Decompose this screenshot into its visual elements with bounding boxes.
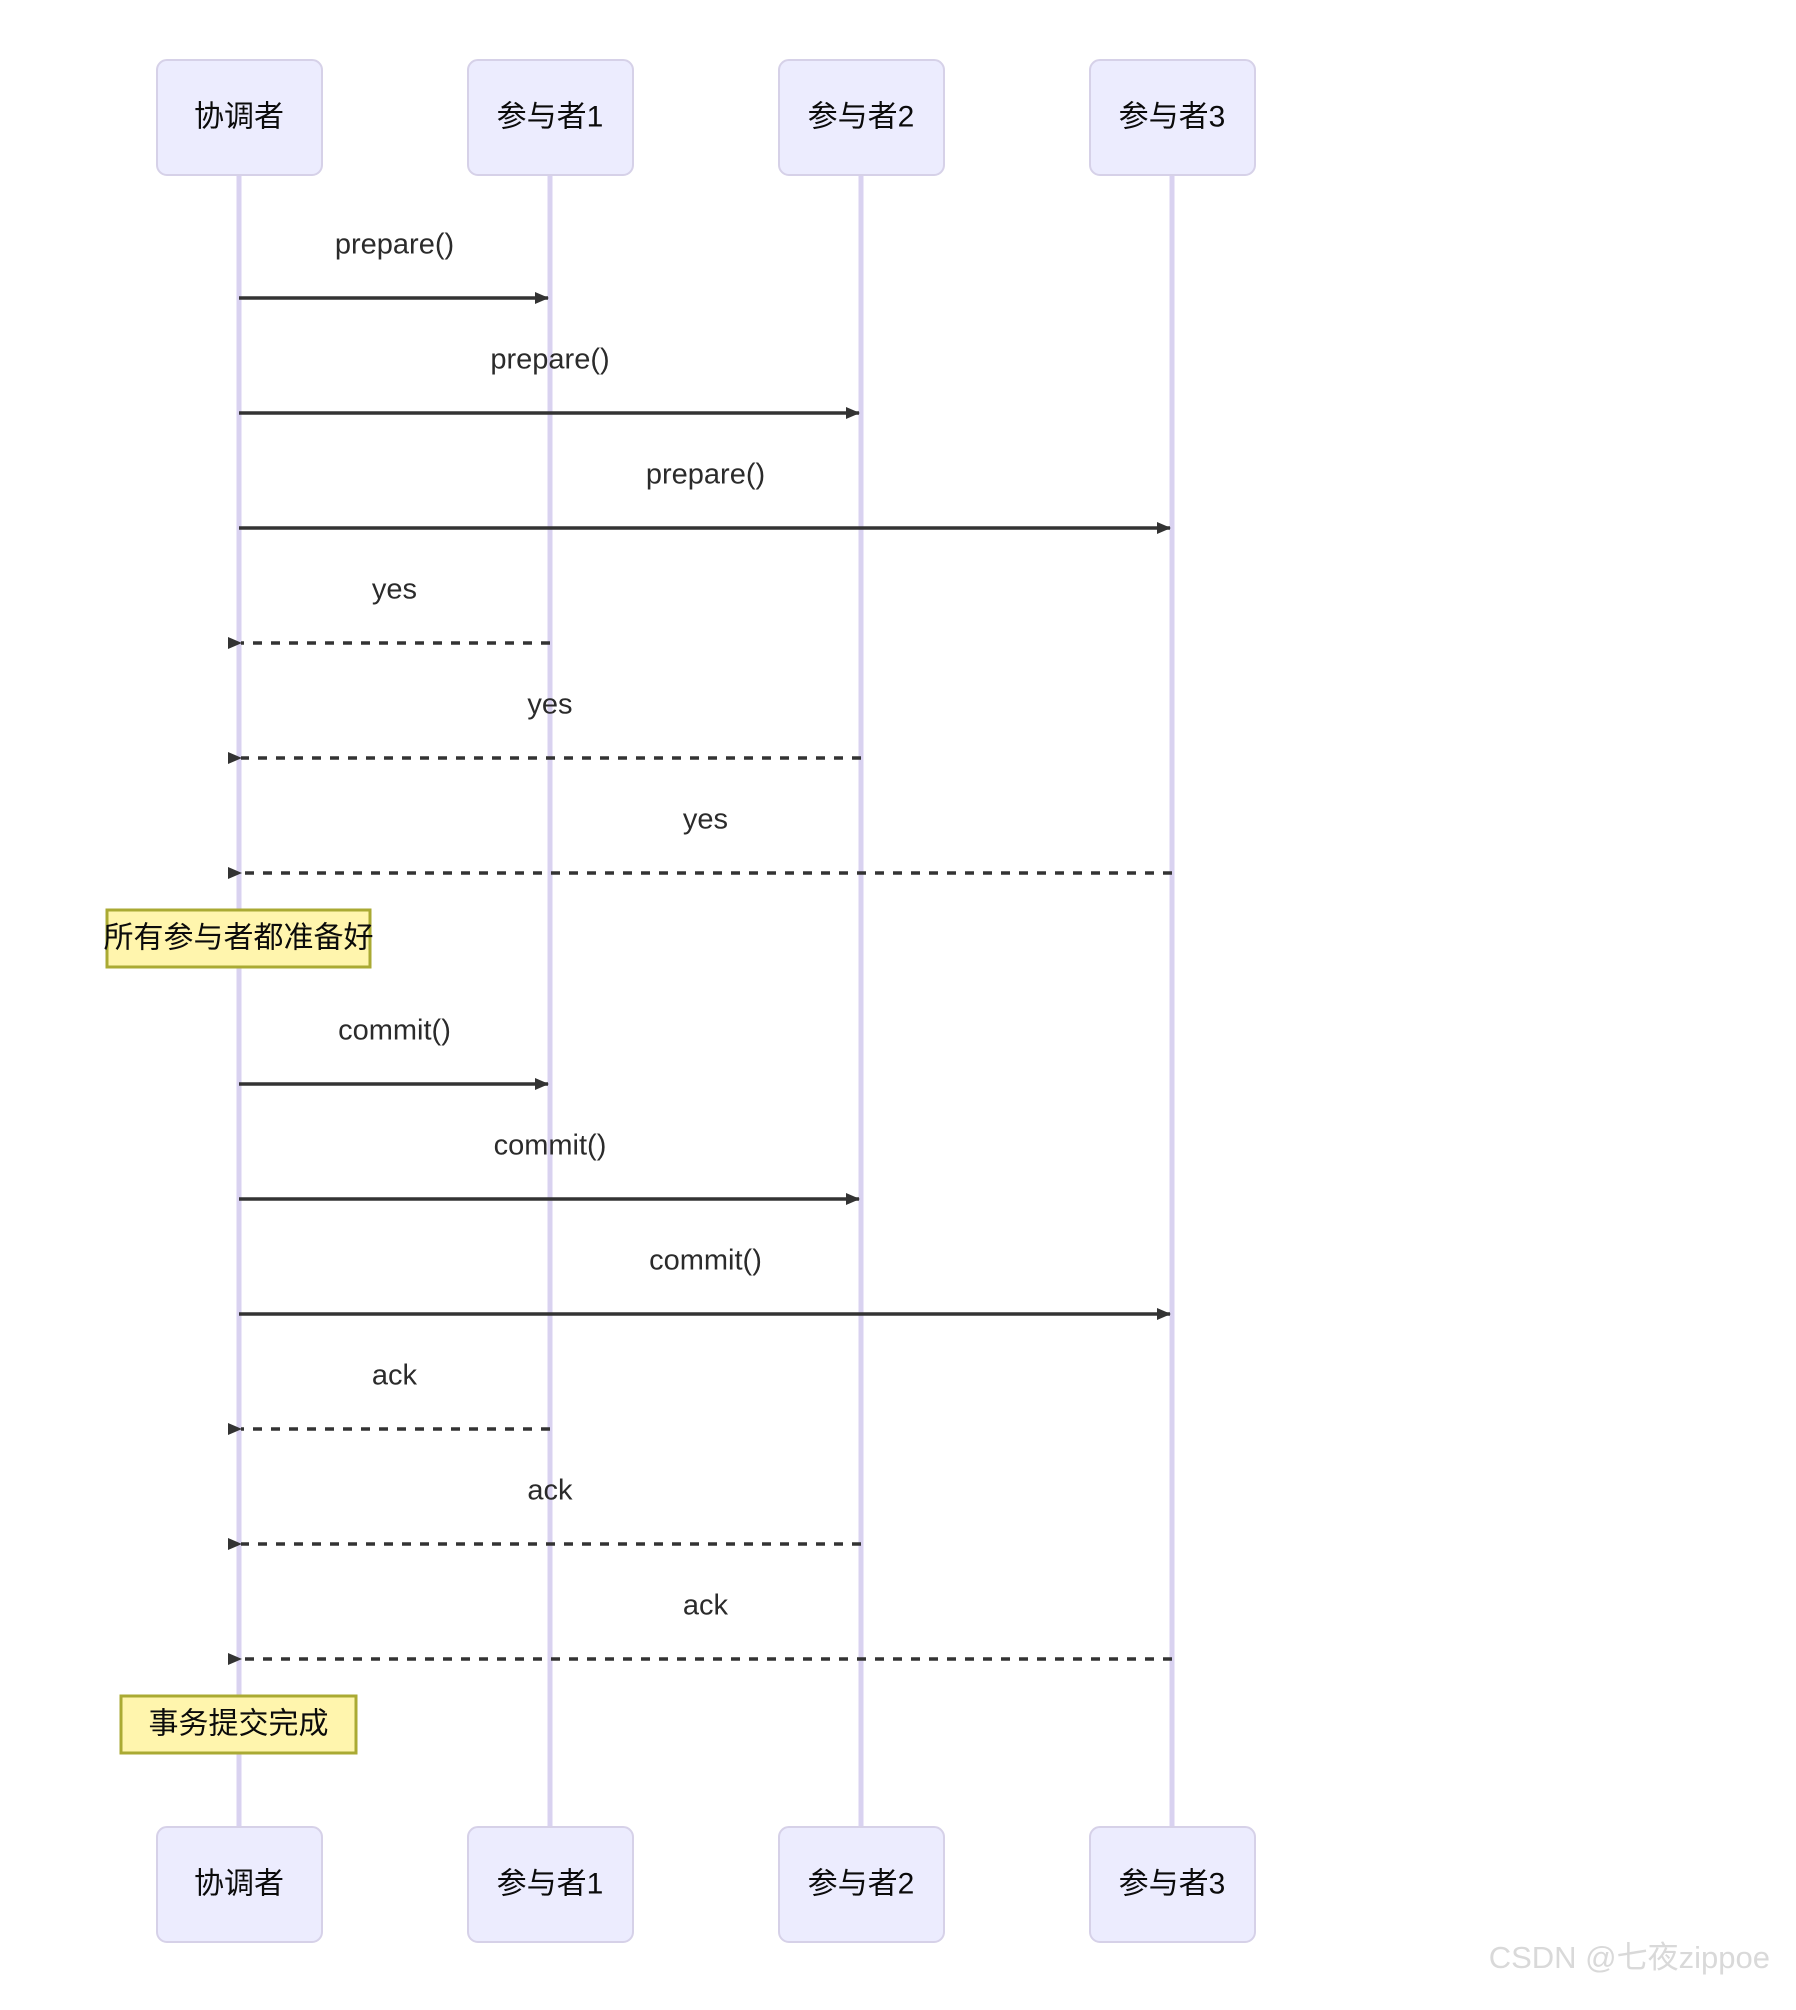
message-m6[interactable]: yes xyxy=(228,804,1172,879)
message-m12[interactable]: ack xyxy=(228,1590,1172,1665)
message-label: prepare() xyxy=(490,344,609,376)
message-m10[interactable]: ack xyxy=(228,1360,550,1435)
message-m8[interactable]: commit() xyxy=(239,1130,860,1205)
message-label: yes xyxy=(372,574,417,606)
message-m2[interactable]: prepare() xyxy=(239,344,860,419)
actor-label: 参与者2 xyxy=(808,1867,915,1900)
message-label: commit() xyxy=(649,1245,762,1277)
actor-box-header-coordinator[interactable]: 协调者 xyxy=(156,59,323,176)
actor-box-footer-participant3[interactable]: 参与者3 xyxy=(1089,1826,1256,1943)
actor-box-shape xyxy=(1089,59,1256,176)
note-label: 所有参与者都准备好 xyxy=(104,921,374,954)
actor-box-shape xyxy=(467,59,634,176)
message-label: yes xyxy=(683,804,728,836)
messages-layer: prepare() prepare() prepare() yes yes yes comm… xyxy=(228,229,1172,1665)
message-label: ack xyxy=(527,1475,573,1507)
actor-box-header-participant1[interactable]: 参与者1 xyxy=(467,59,634,176)
note-label: 事务提交完成 xyxy=(149,1707,329,1740)
message-m1[interactable]: prepare() xyxy=(239,229,549,304)
message-label: prepare() xyxy=(646,459,765,491)
actor-label: 参与者1 xyxy=(497,1867,604,1900)
note-note2[interactable]: 事务提交完成 xyxy=(119,1694,358,1755)
note-note1[interactable]: 所有参与者都准备好 xyxy=(104,908,374,969)
actor-label: 参与者3 xyxy=(1119,1867,1226,1900)
message-label: ack xyxy=(372,1360,418,1392)
actor-box-shape xyxy=(1089,1826,1256,1943)
message-label: commit() xyxy=(338,1015,451,1047)
message-label: prepare() xyxy=(335,229,454,261)
actor-label: 协调者 xyxy=(194,100,284,133)
actor-box-footer-coordinator[interactable]: 协调者 xyxy=(156,1826,323,1943)
note-shape xyxy=(105,908,372,969)
actor-box-shape xyxy=(467,1826,634,1943)
watermark-layer: CSDN @七夜zippoe xyxy=(1489,1940,1770,1975)
actor-box-shape xyxy=(778,59,945,176)
actor-box-footer-participant1[interactable]: 参与者1 xyxy=(467,1826,634,1943)
actor-box-footer-participant2[interactable]: 参与者2 xyxy=(778,1826,945,1943)
actor-box-shape xyxy=(778,1826,945,1943)
actor-label: 协调者 xyxy=(194,1867,284,1900)
lifelines-layer xyxy=(236,175,1175,1827)
message-m4[interactable]: yes xyxy=(228,574,550,649)
message-m9[interactable]: commit() xyxy=(239,1245,1171,1320)
actor-box-shape xyxy=(156,1826,323,1943)
message-label: yes xyxy=(527,689,572,721)
actor-box-header-participant2[interactable]: 参与者2 xyxy=(778,59,945,176)
actor-box-shape xyxy=(156,59,323,176)
message-label: ack xyxy=(683,1590,729,1622)
message-m3[interactable]: prepare() xyxy=(239,459,1171,534)
actor-label: 参与者1 xyxy=(497,100,604,133)
actor-label: 参与者2 xyxy=(808,100,915,133)
actor-label: 参与者3 xyxy=(1119,100,1226,133)
message-m5[interactable]: yes xyxy=(228,689,861,764)
message-label: commit() xyxy=(494,1130,607,1162)
csdn-watermark: CSDN @七夜zippoe xyxy=(1489,1940,1770,1975)
message-m7[interactable]: commit() xyxy=(239,1015,549,1090)
actor-box-header-participant3[interactable]: 参与者3 xyxy=(1089,59,1256,176)
note-shape xyxy=(119,1694,358,1755)
message-m11[interactable]: ack xyxy=(228,1475,861,1550)
